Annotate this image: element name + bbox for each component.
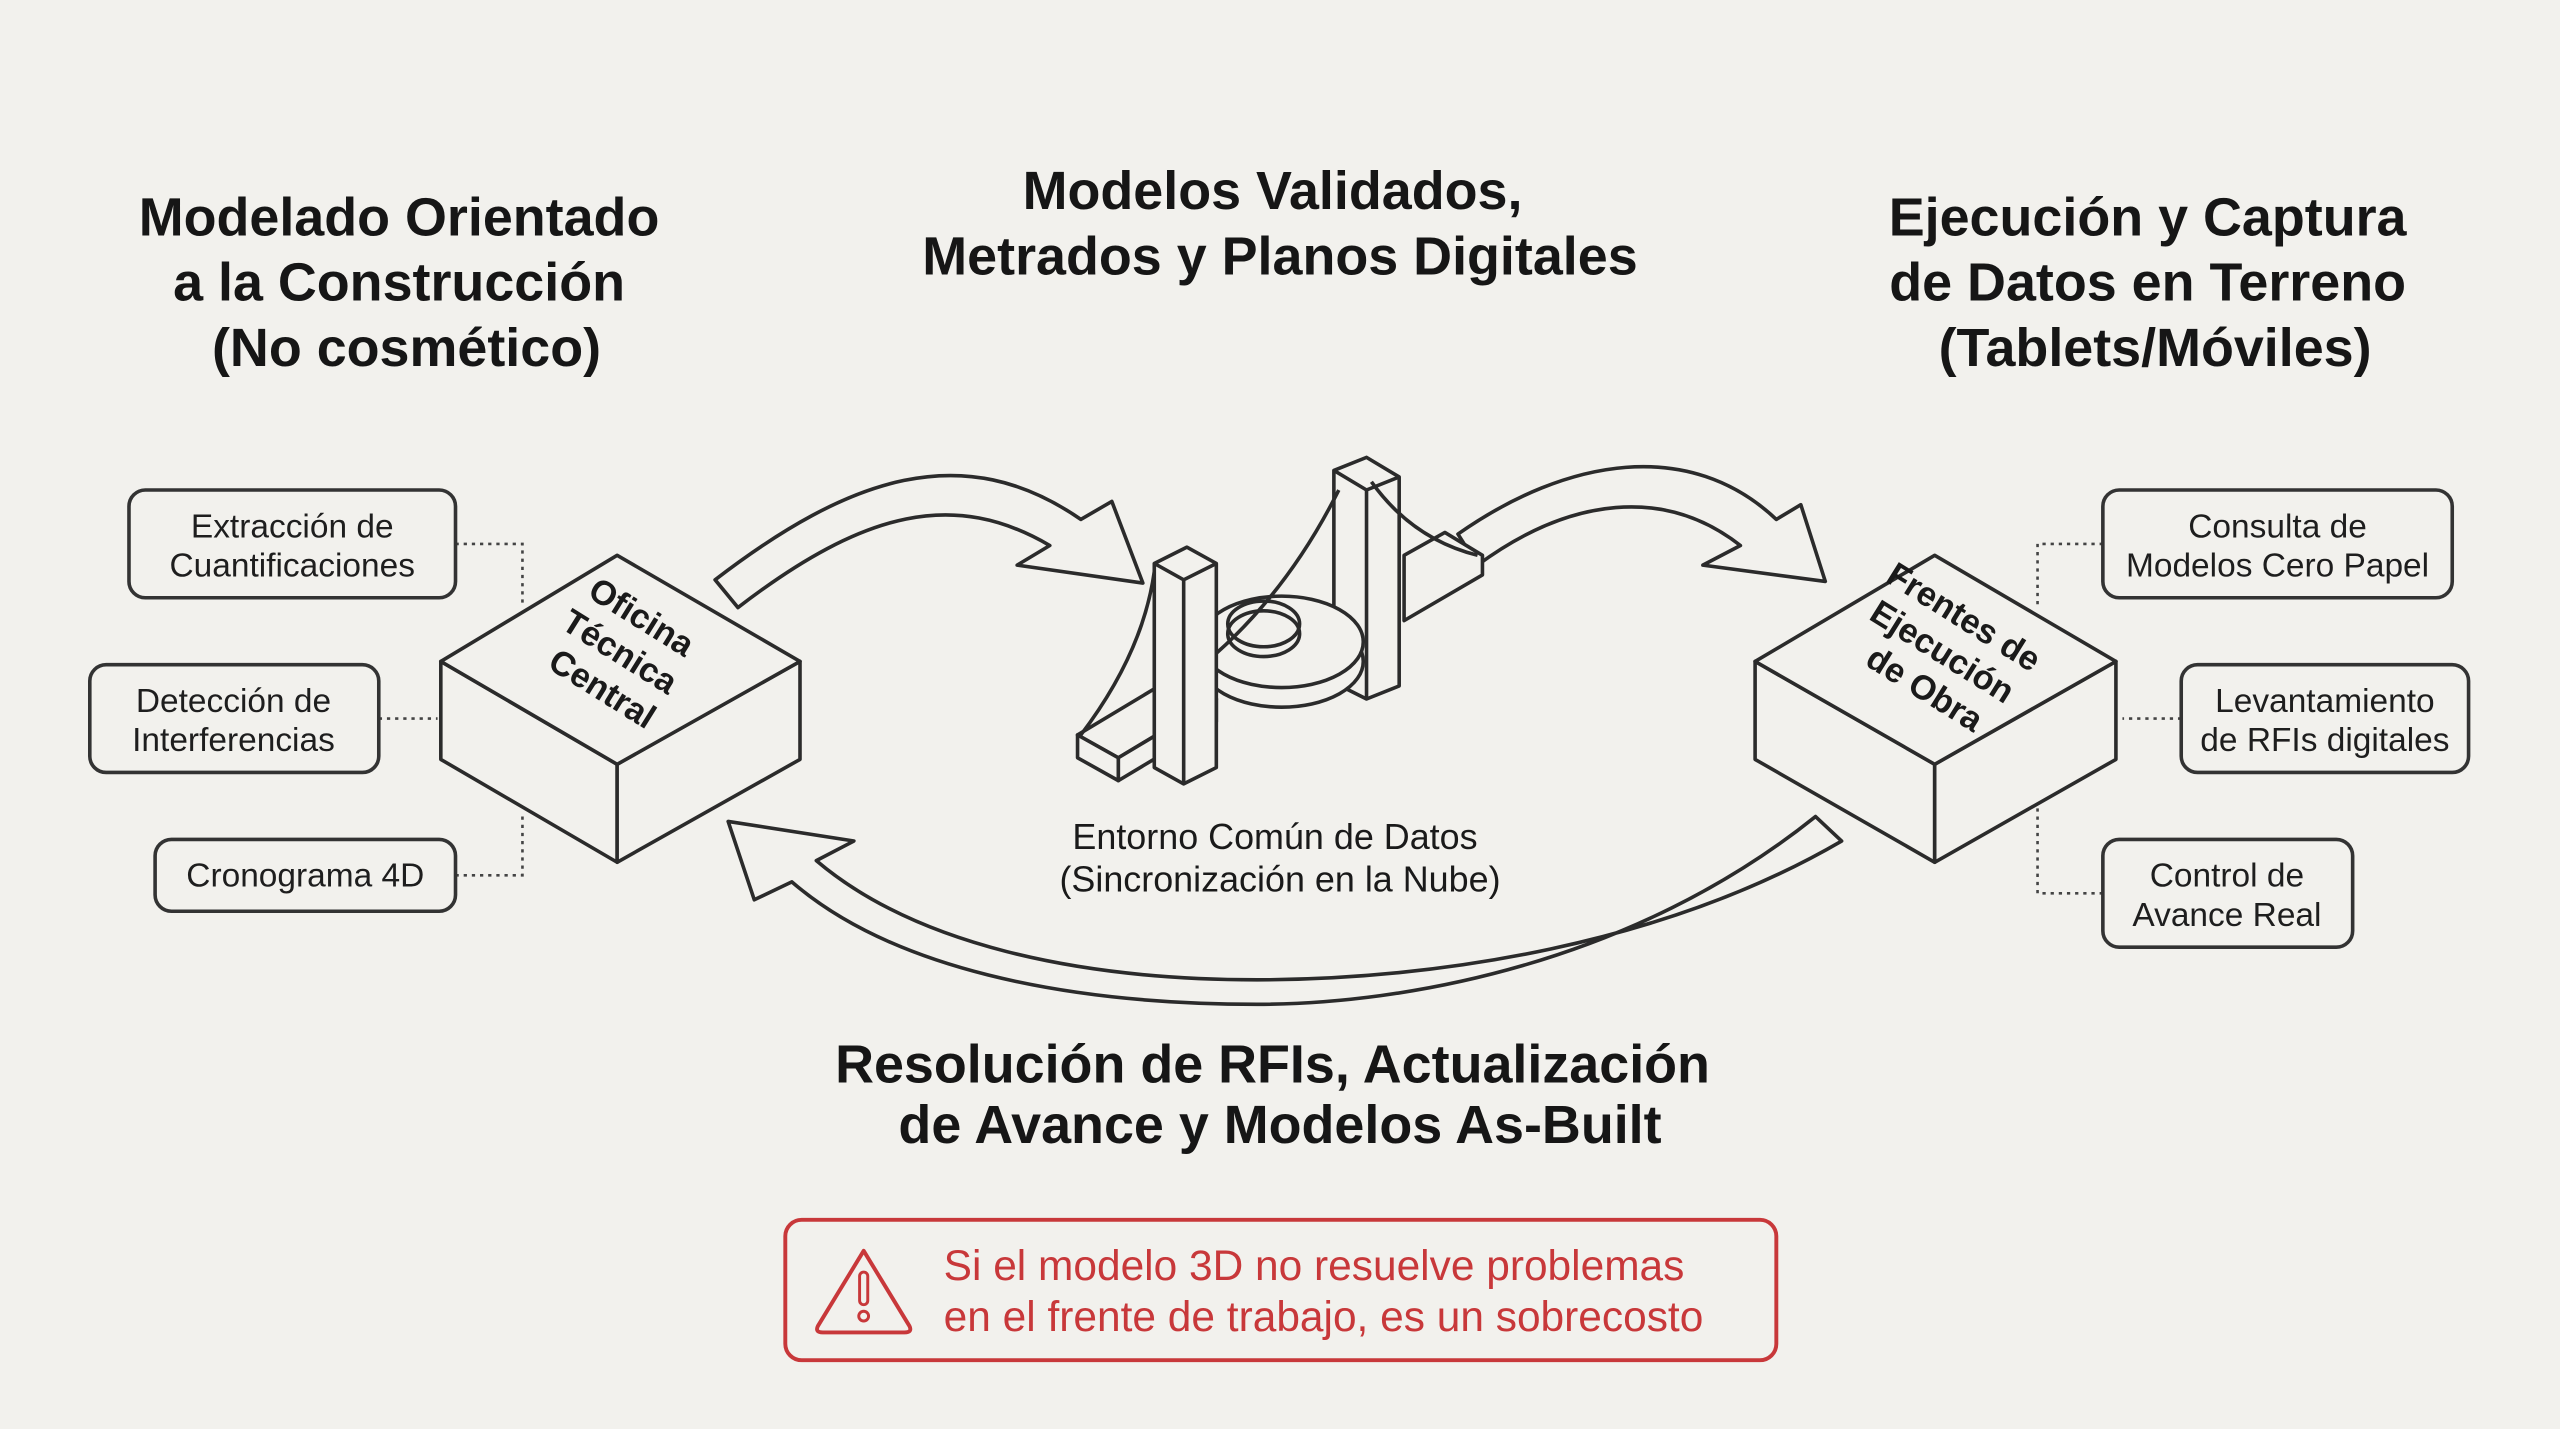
connector — [2036, 542, 2103, 608]
field-block: Frentes de Ejecución de Obra — [1753, 553, 2118, 865]
office-block: Oficina Técnica Central — [439, 553, 802, 865]
arrow-field-to-office — [726, 814, 1844, 1007]
bottom-title: Resolución de RFIs, Actualización de Ava… — [835, 1035, 1725, 1155]
left-item-4d-schedule: Cronograma 4D — [153, 837, 458, 914]
bim-structure-icon — [1075, 455, 1485, 786]
connector — [2036, 808, 2103, 895]
svg-text:Cronograma 4D: Cronograma 4D — [186, 858, 424, 895]
right-title: Ejecución y Captura de Datos en Terreno … — [1889, 187, 2422, 378]
connector — [455, 542, 524, 608]
hub-label: Entorno Común de Datos (Sincronización e… — [1059, 816, 1500, 899]
warning-text: Si el modelo 3D no resuelve problemas en… — [944, 1242, 1704, 1340]
arrow-office-to-hub — [713, 473, 1145, 610]
left-title: Modelado Orientado a la Construcción (No… — [139, 187, 675, 378]
center-title: Modelos Validados, Metrados y Planos Dig… — [922, 161, 1637, 286]
connector — [455, 813, 524, 877]
arrow-hub-to-field — [1456, 464, 1828, 584]
warning-callout: Si el modelo 3D no resuelve problemas en… — [783, 1217, 1779, 1363]
warning-triangle-icon — [815, 1248, 913, 1335]
